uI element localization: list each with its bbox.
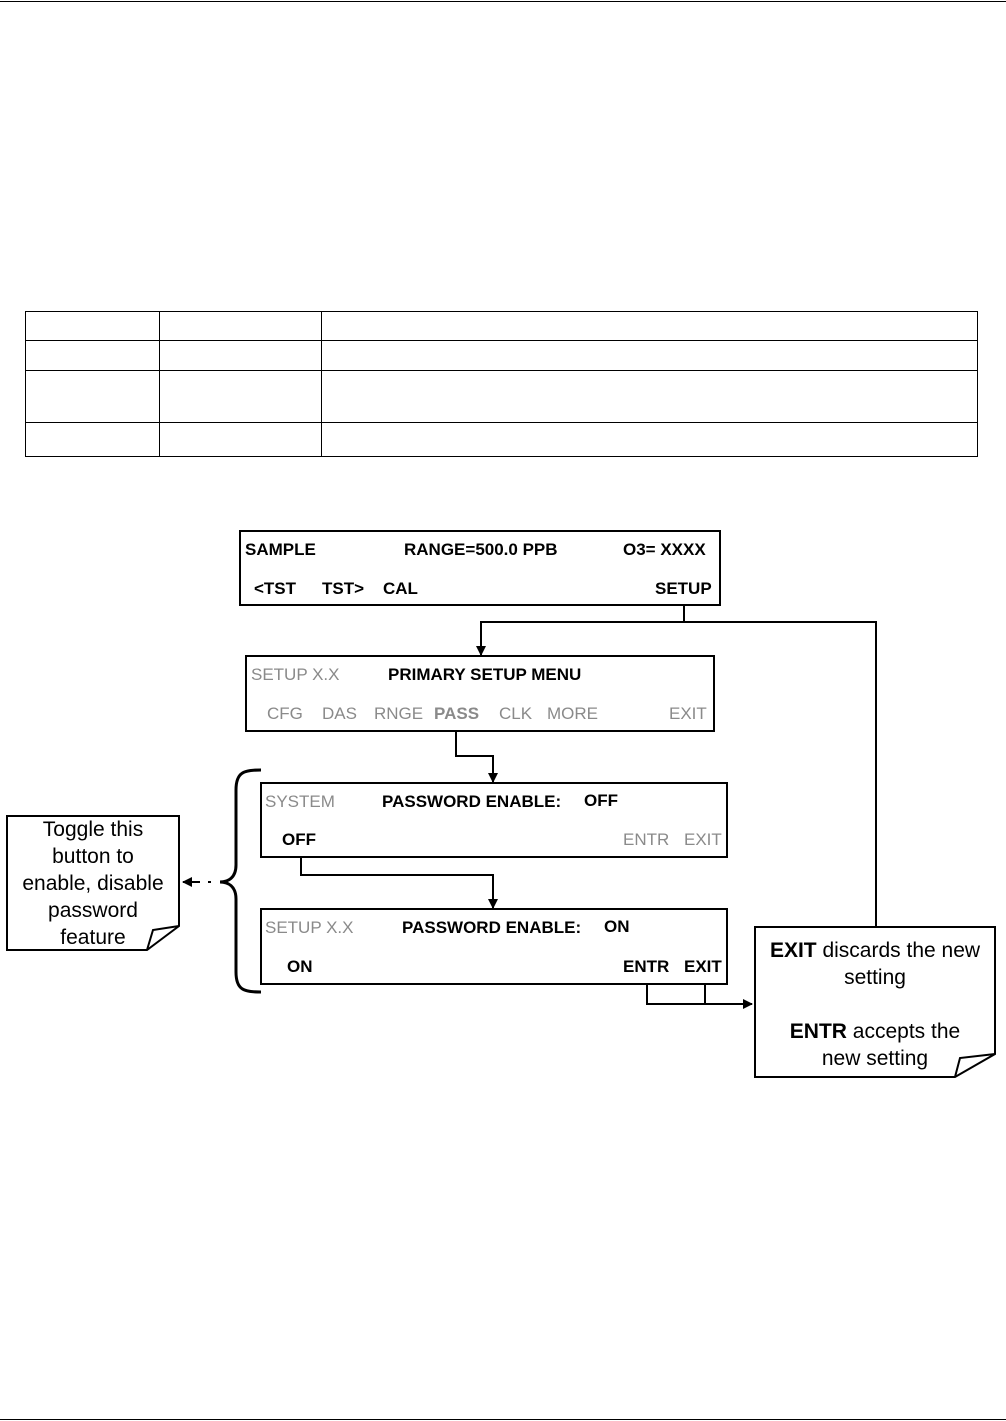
setup-mode-label: SETUP X.X bbox=[251, 665, 340, 684]
setup-key[interactable]: SETUP bbox=[655, 579, 712, 598]
sample-screen: SAMPLE RANGE=500.0 PPB O3= XXXX <TST TST… bbox=[239, 530, 721, 606]
range-readout: RANGE=500.0 PPB bbox=[404, 540, 558, 559]
tst-next-key[interactable]: TST> bbox=[322, 579, 365, 598]
table-row bbox=[25, 370, 978, 423]
exit-key[interactable]: EXIT bbox=[684, 830, 722, 849]
password-off-screen: SYSTEM PASSWORD ENABLE: OFF OFF ENTR EXI… bbox=[260, 782, 728, 858]
sample-mode-label: SAMPLE bbox=[245, 540, 316, 559]
password-table bbox=[25, 311, 978, 457]
more-key[interactable]: MORE bbox=[547, 704, 598, 723]
pass-key[interactable]: PASS bbox=[434, 704, 480, 723]
on-toggle-key[interactable]: ON bbox=[287, 957, 313, 976]
cal-key[interactable]: CAL bbox=[383, 579, 418, 598]
cfg-key[interactable]: CFG bbox=[267, 704, 303, 723]
header-rule bbox=[0, 1, 1006, 2]
password-enable-label: PASSWORD ENABLE: bbox=[382, 792, 562, 811]
off-toggle-key[interactable]: OFF bbox=[282, 830, 316, 849]
system-mode-label: SYSTEM bbox=[265, 792, 335, 811]
rnge-key[interactable]: RNGE bbox=[374, 704, 424, 723]
toggle-note: Toggle this button to enable, disable pa… bbox=[22, 818, 164, 949]
tst-prev-key[interactable]: <TST bbox=[254, 579, 297, 598]
setup-mode-label: SETUP X.X bbox=[265, 918, 354, 937]
password-on-screen: SETUP X.X PASSWORD ENABLE: ON ON ENTR EX… bbox=[260, 908, 728, 985]
entr-key[interactable]: ENTR bbox=[623, 957, 670, 976]
setup-menu-title: PRIMARY SETUP MENU bbox=[388, 665, 582, 684]
das-key[interactable]: DAS bbox=[322, 704, 357, 723]
exit-key[interactable]: EXIT bbox=[669, 704, 707, 723]
password-enable-value: ON bbox=[604, 917, 630, 936]
setup-menu-screen: SETUP X.X PRIMARY SETUP MENU CFG DAS RNG… bbox=[245, 655, 715, 732]
exit-key[interactable]: EXIT bbox=[684, 957, 722, 976]
password-enable-value: OFF bbox=[584, 791, 618, 810]
clk-key[interactable]: CLK bbox=[499, 704, 533, 723]
o3-readout: O3= XXXX bbox=[623, 540, 706, 559]
password-enable-label: PASSWORD ENABLE: bbox=[402, 918, 582, 937]
entr-key[interactable]: ENTR bbox=[623, 830, 670, 849]
exit-entr-note: EXIT discards the new setting ENTR accep… bbox=[769, 939, 981, 1070]
table-row bbox=[25, 422, 978, 457]
footer-rule bbox=[0, 1419, 1006, 1420]
